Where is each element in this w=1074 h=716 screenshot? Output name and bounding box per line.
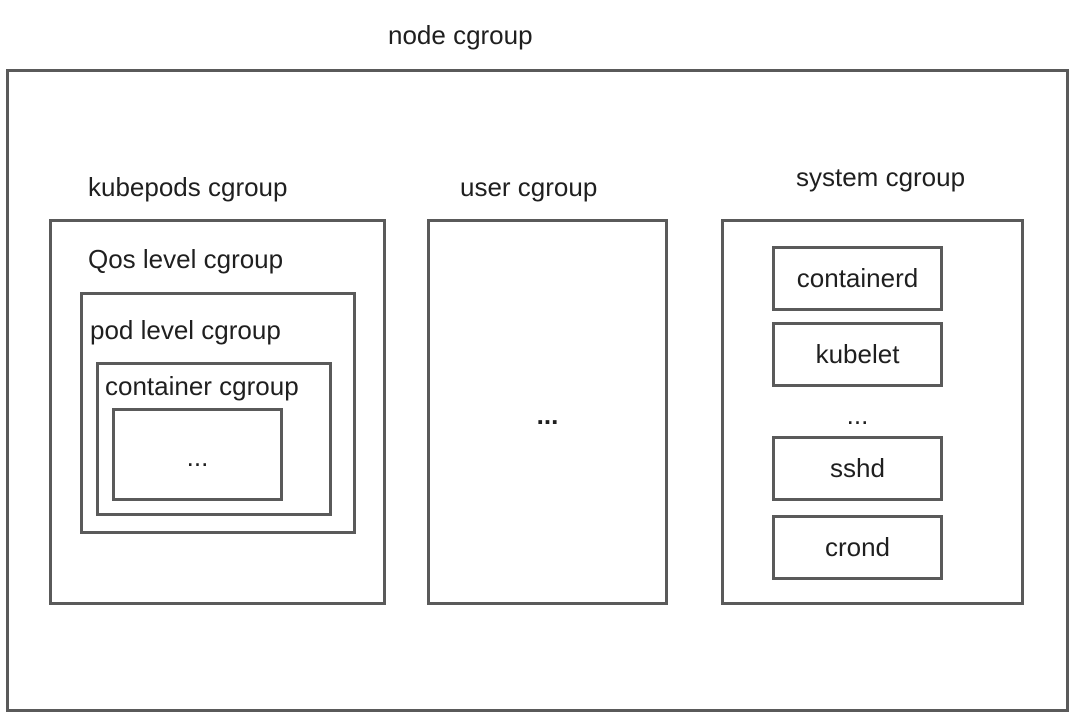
system-cgroup-title: system cgroup <box>796 162 966 192</box>
kubepods-cgroup-box <box>49 219 386 605</box>
qos-level-cgroup-title: Qos level cgroup <box>88 244 284 274</box>
container-inner-ellipsis: ... <box>186 442 209 472</box>
kubepods-cgroup-title: kubepods cgroup <box>88 172 288 202</box>
process-box-sshd: sshd <box>772 436 943 501</box>
pod-level-cgroup-title: pod level cgroup <box>90 315 281 345</box>
pod-level-cgroup-box <box>80 292 356 534</box>
process-box-crond: crond <box>772 515 943 580</box>
system-cgroup-box <box>721 219 1024 605</box>
process-box-containerd: containerd <box>772 246 943 311</box>
node-cgroup-box <box>6 69 1069 712</box>
user-cgroup-box <box>427 219 668 605</box>
node-cgroup-title: node cgroup <box>388 20 533 50</box>
user-cgroup-ellipsis: ... <box>536 400 559 430</box>
user-cgroup-title: user cgroup <box>460 172 598 202</box>
container-cgroup-title: container cgroup <box>105 371 299 401</box>
system-cgroup-ellipsis: ... <box>846 400 869 430</box>
process-box-kubelet: kubelet <box>772 322 943 387</box>
container-cgroup-box <box>96 362 332 516</box>
container-inner-box <box>112 408 283 501</box>
